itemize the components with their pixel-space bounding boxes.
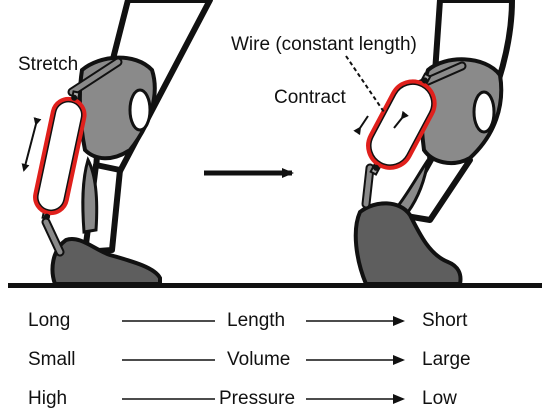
- legend-row-1-middle: Length: [225, 310, 288, 332]
- wire-label: Wire (constant length): [231, 34, 417, 55]
- legend-row-2-middle: Volume: [225, 349, 293, 371]
- legend-row-1-right: Short: [420, 310, 470, 332]
- left-actuator: [33, 90, 87, 221]
- ground-line: [8, 283, 542, 288]
- legend-row-1-left: Long: [26, 310, 73, 332]
- contract-arrow-bottom: [353, 115, 369, 136]
- legend-row-3-middle: Pressure: [217, 388, 298, 410]
- stretch-arrow: [21, 117, 42, 172]
- right-actuator: [366, 72, 437, 176]
- right-knee-hole: [472, 90, 496, 134]
- left-shoe: [50, 237, 162, 286]
- left-shin-brace: [81, 156, 99, 234]
- legend-arrows: [122, 316, 405, 404]
- legend-row-2-left: Small: [26, 349, 78, 371]
- left-knee-hole: [128, 88, 152, 132]
- right-leg: [345, 0, 515, 286]
- contract-label: Contract: [274, 87, 346, 108]
- legend-row-3-right: Low: [420, 388, 459, 410]
- right-shoe: [353, 201, 463, 286]
- legend-row-3-left: High: [26, 388, 70, 410]
- contract-arrow-top: [393, 110, 409, 129]
- wire-pointer: [345, 55, 385, 113]
- left-leg: [21, 0, 213, 286]
- legend-row-2-right: Large: [420, 349, 473, 371]
- stretch-label: Stretch: [18, 54, 79, 75]
